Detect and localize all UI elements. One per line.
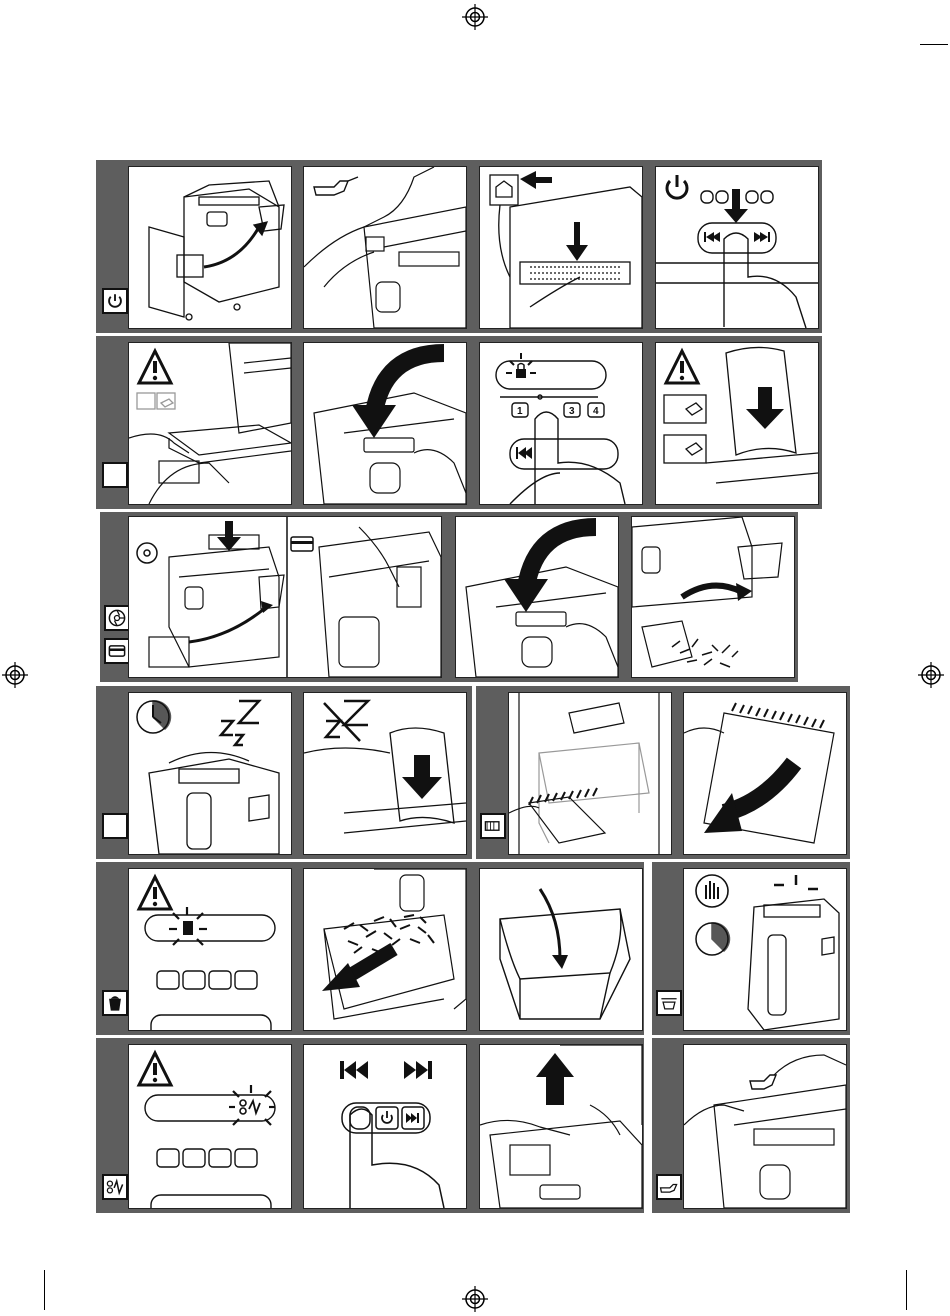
keypad-number-3: 3 [569,406,575,417]
clock-icon [696,923,729,955]
left-arrow [520,171,552,189]
trim-mark [906,1270,907,1310]
power-button-icon [382,1111,392,1123]
shredded-paper [672,639,738,667]
step-panel-2-2 [303,342,467,505]
plug-icon [490,175,518,205]
down-arrow-icon [746,409,784,429]
step-panel-2-4 [655,342,819,505]
step-panel-6-2 [303,1044,467,1209]
oil-can-icon [656,1174,682,1200]
oil-can-icon [314,177,358,195]
step-panel-4-4 [683,692,847,855]
warning-icon [666,351,698,383]
sleep-zzz-icon [221,701,259,745]
step-panel-1-2 [303,166,467,329]
step-panel-6-1 [128,1044,292,1209]
bin-full-light-icon [169,907,207,945]
step-panel-3-1 [128,516,442,678]
power-button-icon [667,175,687,198]
step-panel-4-1 [128,692,292,855]
step-panel-5-4 [683,868,847,1031]
up-arrow-icon [536,1053,574,1077]
warning-icon [139,1053,171,1085]
step-panel-1-4 [655,166,819,329]
shredder-illustration [304,167,466,328]
cd-icon [104,605,130,631]
bin-full-icon [102,990,128,1016]
down-arrow-icon [402,777,442,799]
trim-mark [920,44,948,45]
jam-icon [102,1174,128,1200]
basket-lift-icon [480,813,506,839]
down-arrow-icon [566,245,588,261]
skip-forward-icon [404,1061,432,1079]
step-panel-6-4 [683,1044,847,1209]
trim-mark [44,1270,45,1310]
lock-light-icon [506,353,536,378]
step-panel-5-3 [479,868,643,1031]
step-panel-5-1 [128,868,292,1031]
registration-mark-top [462,4,488,30]
registration-mark-right [918,662,944,688]
curved-arrow [374,353,444,413]
paper-stack-icon [137,393,175,409]
clock-icon [137,701,170,733]
warning-icon [139,877,171,909]
down-arrow-icon [724,209,748,223]
skip-forward-icon [754,232,770,242]
oil-can-icon [750,1075,776,1089]
credit-card-icon [291,537,313,551]
pause-icon [656,990,682,1016]
step-panel-6-3 [479,1044,643,1209]
warning-icon [139,351,171,383]
blank-icon [102,462,128,488]
step-panel-2-1 [128,342,292,505]
skip-back-icon [340,1061,368,1079]
keypad-number-4: 4 [593,406,599,417]
step-panel-2-3: 1 3 4 [479,342,643,505]
sleep-zzz-icon [324,701,368,741]
credit-card-icon [104,638,130,664]
step-panel-5-2 [303,868,467,1031]
step-panel-3-2 [455,516,619,678]
step-panel-1-1 [128,166,292,329]
step-panel-4-3 [508,692,672,855]
power-icon [102,288,128,314]
cd-icon [137,543,157,563]
hand-stop-icon [696,875,728,907]
skip-back-icon [704,232,720,242]
skip-forward-icon [406,1113,419,1123]
blank-icon [102,813,128,839]
registration-mark-left [2,662,28,688]
registration-mark-bottom [462,1286,488,1312]
step-panel-4-2 [303,692,467,855]
keypad-number-1: 1 [517,406,523,417]
step-panel-3-3 [631,516,795,678]
shredder-illustration [149,181,284,320]
step-panel-1-3 [479,166,643,329]
curved-arrow [526,527,596,587]
skip-back-icon [516,447,532,459]
